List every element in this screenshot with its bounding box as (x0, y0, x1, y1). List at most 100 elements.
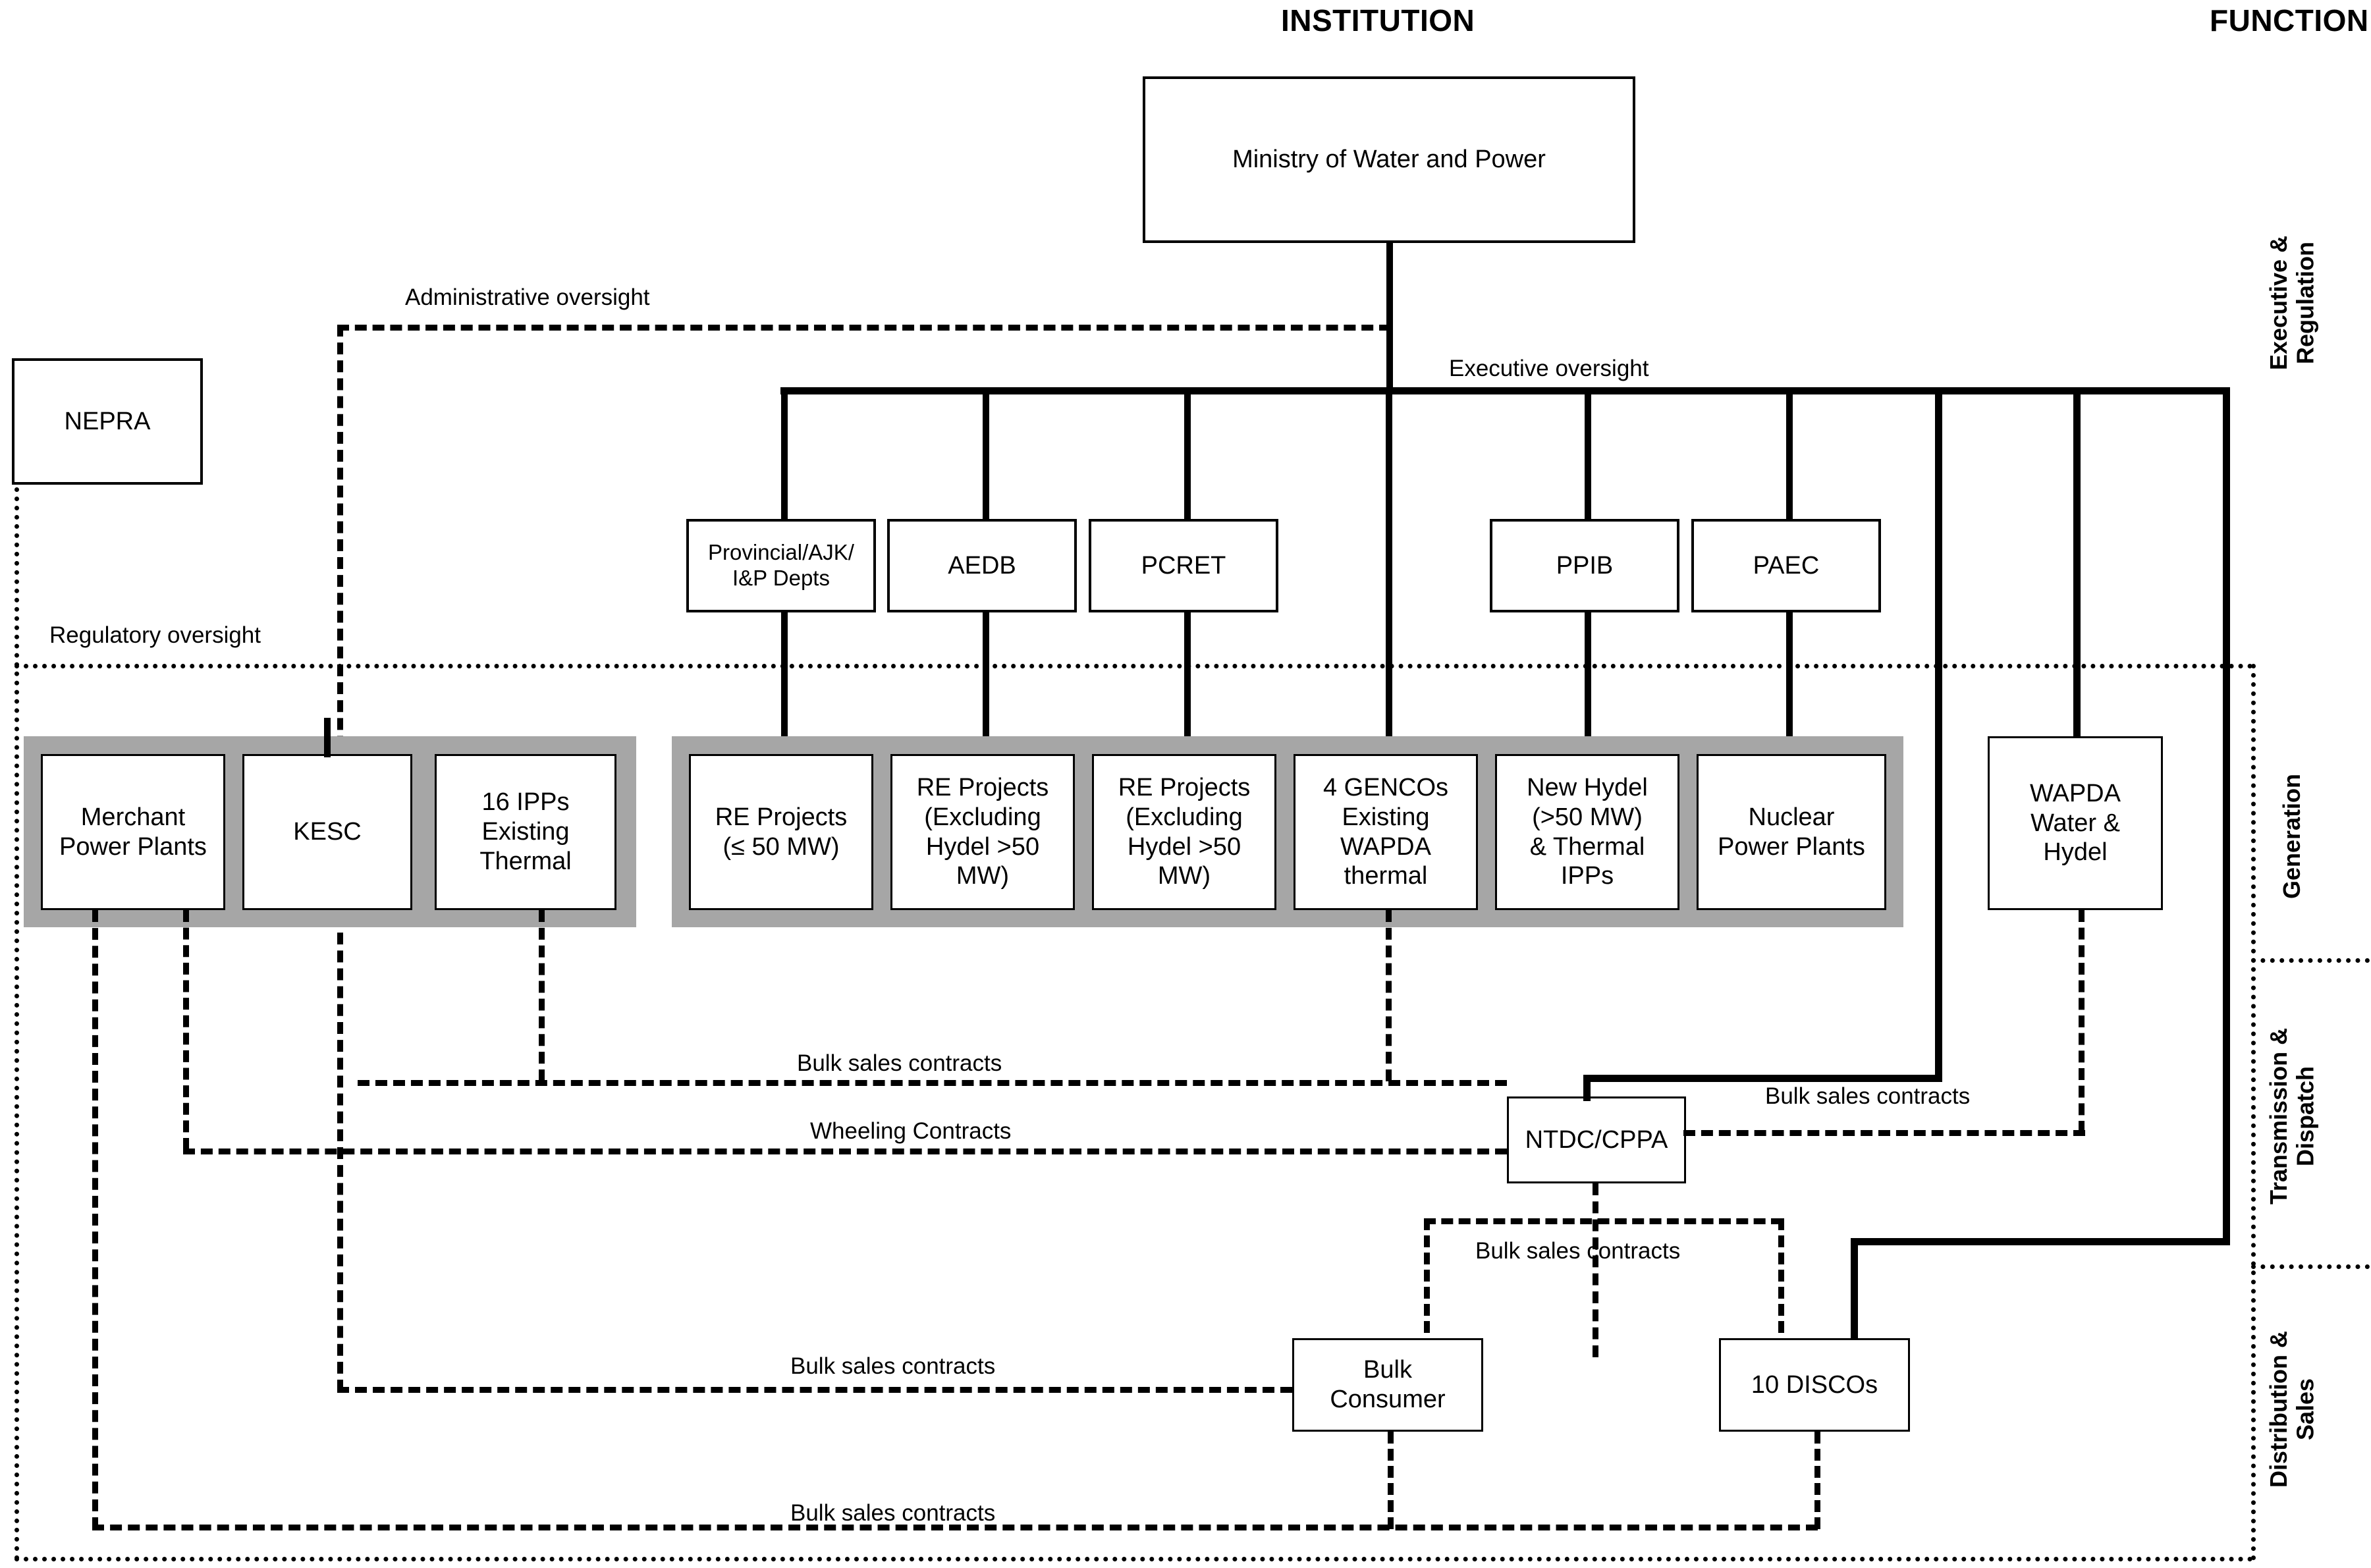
node-ppib-label: PPIB (1556, 551, 1614, 580)
edge-bulk-sales-3-right-leg (1778, 1218, 1784, 1350)
node-provincial-line2: I&P Depts (732, 566, 830, 590)
node-reex1-line4: MW) (956, 862, 1010, 890)
edge-bulk-sales-3-left-leg (1424, 1218, 1430, 1350)
edge-right-bus-to-ntdc-horizontal (1583, 1075, 1942, 1082)
node-reex1-line3: Hydel >50 (925, 832, 1040, 861)
function-label-executive-regulation: Executive & Regulation (2265, 198, 2319, 408)
node-reex2-line2: (Excluding (1126, 803, 1243, 831)
node-newhydel-line4: IPPs (1560, 862, 1614, 890)
function-label-line1: Distribution & (2265, 1331, 2292, 1488)
node-reex2-line3: Hydel >50 (1127, 832, 1241, 861)
edge-bulk-consumer-down (1388, 1432, 1394, 1529)
node-ntdc-cppa[interactable]: NTDC/CPPA (1507, 1096, 1686, 1183)
node-kesc-label: KESC (293, 818, 362, 846)
node-reex1-line2: (Excluding (924, 803, 1041, 831)
node-nuclear-line2: Power Plants (1718, 832, 1865, 861)
edge-bulk-sales-1 (358, 1080, 1507, 1086)
edge-bus-drop-far-right (2223, 387, 2230, 1238)
edge-label-regulatory-oversight: Regulatory oversight (49, 622, 261, 648)
edge-right-bus-to-discos-stem (1851, 1238, 1858, 1340)
node-new-hydel-thermal-ipps[interactable]: New Hydel (>50 MW) & Thermal IPPs (1495, 754, 1679, 910)
node-ipps-line2: Existing (481, 818, 570, 846)
edge-bulk-sales-2 (1683, 1130, 2085, 1136)
node-16-ipps-existing-thermal[interactable]: 16 IPPs Existing Thermal (435, 754, 616, 910)
node-paec-label: PAEC (1753, 551, 1820, 580)
edge-aedb-to-re-excl-1 (983, 612, 989, 736)
edge-label-bulk-sales-1: Bulk sales contracts (797, 1050, 1002, 1076)
edge-discos-down (1814, 1432, 1820, 1529)
node-re50-line1: RE Projects (715, 803, 848, 831)
node-nepra[interactable]: NEPRA (12, 358, 203, 485)
edge-bulk-sales-5-horizontal (92, 1525, 1818, 1530)
node-pcret[interactable]: PCRET (1089, 519, 1278, 612)
node-pcret-label: PCRET (1141, 551, 1226, 580)
node-re-projects-excluding-hydel-2[interactable]: RE Projects (Excluding Hydel >50 MW) (1092, 754, 1276, 910)
edge-merchant-down (92, 910, 98, 1529)
function-label-line1: Transmission & (2265, 1027, 2292, 1205)
node-re-projects-excluding-hydel-1[interactable]: RE Projects (Excluding Hydel >50 MW) (890, 754, 1075, 910)
function-label-line1: Executive & (2265, 235, 2292, 371)
edge-bus-drop-wapda (2073, 387, 2081, 736)
edge-pcret-to-re-excl-2 (1184, 612, 1191, 736)
node-ipps-line1: 16 IPPs (481, 788, 570, 817)
function-label-generation: Generation (2278, 741, 2305, 932)
band-boundary-right-vertical (2251, 664, 2256, 1561)
edge-bus-drop-provincial (781, 387, 788, 519)
node-provincial-ajk-inp-depts[interactable]: Provincial/AJK/ I&P Depts (686, 519, 876, 612)
edge-label-wheeling: Wheeling Contracts (810, 1118, 1012, 1144)
node-bulk-consumer-line2: Consumer (1330, 1386, 1446, 1413)
function-label-line2: Sales (2291, 1378, 2319, 1441)
node-re-projects-50mw[interactable]: RE Projects (≤ 50 MW) (689, 754, 873, 910)
node-nepra-label: NEPRA (64, 407, 151, 435)
edge-label-bulk-sales-5: Bulk sales contracts (790, 1500, 996, 1526)
node-merchant-line2: Power Plants (59, 832, 207, 861)
function-label-distribution-sales: Distribution & Sales (2265, 1291, 2319, 1528)
edge-ntdc-down (1593, 1183, 1598, 1357)
node-bulk-consumer-line1: Bulk (1363, 1356, 1412, 1384)
node-bulk-consumer[interactable]: Bulk Consumer (1292, 1338, 1483, 1432)
node-paec[interactable]: PAEC (1691, 519, 1881, 612)
edge-ministry-stem (1386, 243, 1393, 391)
band-boundary-bottom (14, 1557, 2254, 1561)
node-ntdc-label: NTDC/CPPA (1525, 1125, 1668, 1154)
edge-bus-drop-ntdc-right (1935, 387, 1942, 1082)
node-aedb-label: AEDB (948, 551, 1016, 580)
node-aedb[interactable]: AEDB (887, 519, 1077, 612)
node-ipps-line3: Thermal (479, 847, 572, 875)
header-function: FUNCTION (2210, 3, 2369, 38)
edge-admin-to-bulk-consumer (337, 1387, 1292, 1393)
edge-ppib-to-new-hydel (1585, 612, 1591, 736)
edge-bus-drop-gencos (1386, 387, 1392, 736)
node-re50-line2: (≤ 50 MW) (722, 832, 840, 861)
node-wapda-line2: Water & (2030, 809, 2120, 837)
function-label-transmission-dispatch: Transmission & Dispatch (2265, 988, 2319, 1245)
edge-right-bus-to-ntdc-stem (1583, 1075, 1591, 1101)
node-wapda-line3: Hydel (2043, 838, 2108, 867)
node-reex2-line4: MW) (1157, 862, 1211, 890)
edge-label-administrative-oversight: Administrative oversight (405, 284, 650, 310)
node-nuclear-line1: Nuclear (1748, 803, 1835, 831)
edge-label-executive-oversight: Executive oversight (1449, 356, 1649, 381)
node-wapda-line1: WAPDA (2030, 779, 2121, 807)
edge-bus-drop-paec (1786, 387, 1793, 519)
node-ppib[interactable]: PPIB (1490, 519, 1679, 612)
node-nuclear-power-plants[interactable]: Nuclear Power Plants (1697, 754, 1886, 910)
edge-kesc-stem-top (324, 718, 331, 757)
node-4-gencos-existing-wapda-thermal[interactable]: 4 GENCOs Existing WAPDA thermal (1294, 754, 1478, 910)
node-merchant-power-plants[interactable]: Merchant Power Plants (41, 754, 225, 910)
band-divider-generation-transmission (2251, 958, 2370, 963)
node-10-discos[interactable]: 10 DISCOs (1719, 1338, 1910, 1432)
node-kesc[interactable]: KESC (242, 754, 412, 910)
header-institution: INSTITUTION (1281, 3, 1475, 38)
function-label-line2: Regulation (2291, 242, 2319, 364)
node-ministry[interactable]: Ministry of Water and Power (1143, 76, 1635, 243)
edge-bus-drop-pcret (1184, 387, 1191, 519)
edge-paec-to-nuclear (1786, 612, 1793, 736)
node-wapda-water-hydel[interactable]: WAPDA Water & Hydel (1988, 736, 2163, 910)
node-provincial-line1: Provincial/AJK/ (708, 540, 854, 565)
function-label-line1: Generation (2278, 773, 2305, 900)
node-gencos-line4: thermal (1344, 862, 1428, 890)
node-merchant-line1: Merchant (80, 803, 186, 831)
edge-bus-drop-aedb (983, 387, 989, 519)
edge-ipps-down (539, 910, 545, 1081)
